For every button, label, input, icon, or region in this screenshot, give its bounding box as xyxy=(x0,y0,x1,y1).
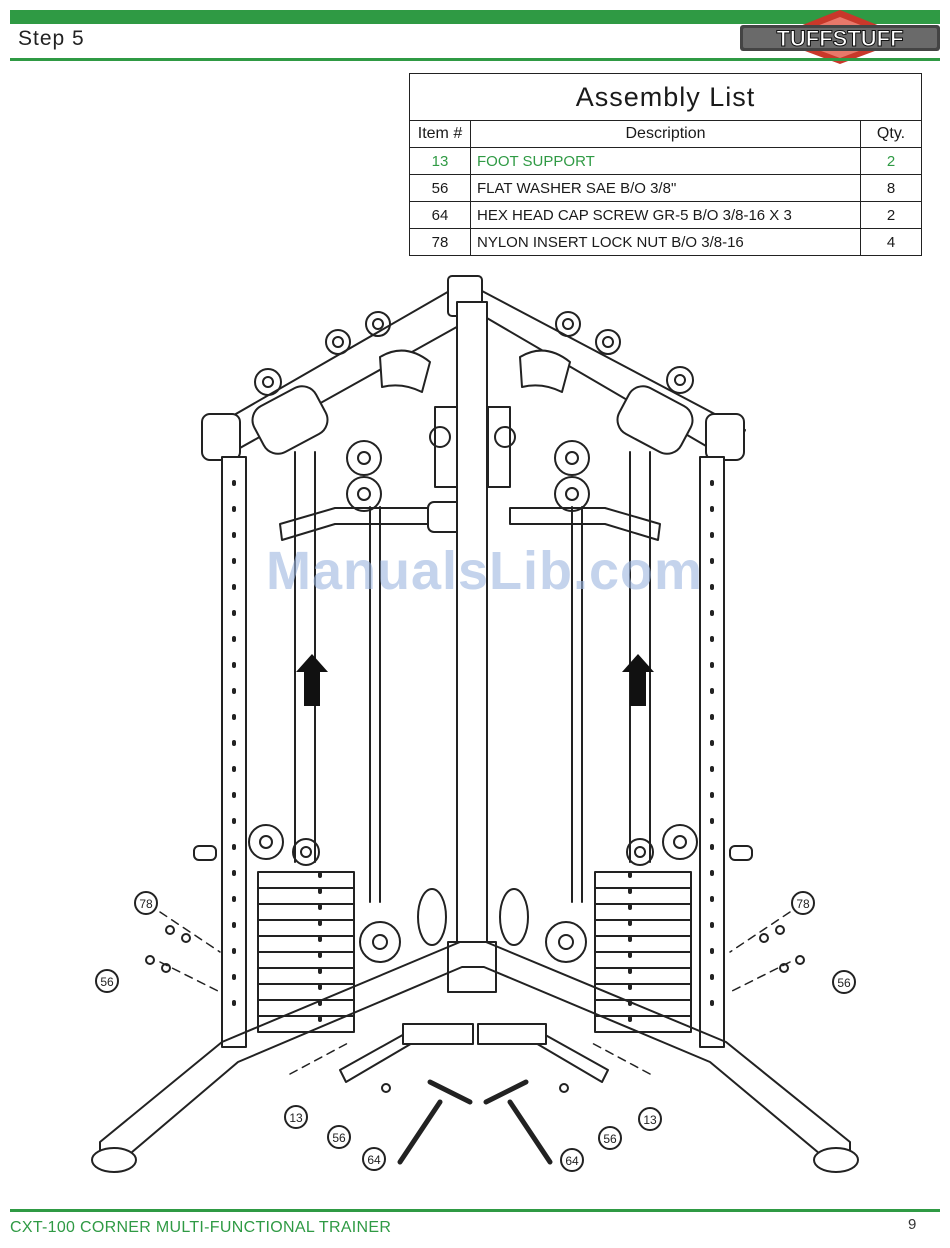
callout-56-bottom-right: 56 xyxy=(599,1127,621,1149)
row-item: 64 xyxy=(410,202,471,229)
row-item: 13 xyxy=(410,148,471,175)
row-description: NYLON INSERT LOCK NUT B/O 3/8-16 xyxy=(471,229,861,256)
callout-64-left: 64 xyxy=(363,1148,385,1170)
row-qty: 2 xyxy=(861,148,922,175)
svg-text:13: 13 xyxy=(643,1113,657,1127)
table-row: 64 HEX HEAD CAP SCREW GR-5 B/O 3/8-16 X … xyxy=(410,202,922,229)
callout-64-right: 64 xyxy=(561,1149,583,1171)
center-column xyxy=(435,302,510,992)
assembly-diagram: 78 56 13 56 64 78 56 13 56 64 xyxy=(90,262,890,1207)
callout-56-left: 56 xyxy=(96,970,118,992)
table-row: 78 NYLON INSERT LOCK NUT B/O 3/8-16 4 xyxy=(410,229,922,256)
table-row: 56 FLAT WASHER SAE B/O 3/8" 8 xyxy=(410,175,922,202)
row-item: 78 xyxy=(410,229,471,256)
callout-78-left: 78 xyxy=(135,892,157,914)
svg-text:78: 78 xyxy=(796,897,810,911)
table-header-row: Item # Description Qty. xyxy=(410,121,922,148)
svg-text:TUFFSTUFF: TUFFSTUFF xyxy=(776,26,903,51)
svg-text:56: 56 xyxy=(837,976,851,990)
row-qty: 4 xyxy=(861,229,922,256)
callout-78-right: 78 xyxy=(792,892,814,914)
row-qty: 8 xyxy=(861,175,922,202)
callout-13-right: 13 xyxy=(639,1108,661,1130)
left-weight-stack xyxy=(258,872,354,1032)
row-item: 56 xyxy=(410,175,471,202)
column-header-description: Description xyxy=(471,121,861,148)
row-qty: 2 xyxy=(861,202,922,229)
callout-56-right: 56 xyxy=(833,971,855,993)
table-row: 13 FOOT SUPPORT 2 xyxy=(410,148,922,175)
svg-text:78: 78 xyxy=(139,897,153,911)
column-header-qty: Qty. xyxy=(861,121,922,148)
callout-56-bottom-left: 56 xyxy=(328,1126,350,1148)
svg-text:56: 56 xyxy=(332,1131,346,1145)
header-rule xyxy=(10,58,940,61)
assembly-list-title: Assembly List xyxy=(410,74,922,121)
svg-text:56: 56 xyxy=(603,1132,617,1146)
up-arrow-icon xyxy=(296,654,328,706)
footer-rule xyxy=(10,1209,940,1212)
column-header-item: Item # xyxy=(410,121,471,148)
svg-text:56: 56 xyxy=(100,975,114,989)
svg-text:13: 13 xyxy=(289,1111,303,1125)
row-description: FLAT WASHER SAE B/O 3/8" xyxy=(471,175,861,202)
watermark: ManualsLib.com xyxy=(266,540,703,602)
page-number: 9 xyxy=(908,1216,916,1233)
footer-title: CXT-100 CORNER MULTI-FUNCTIONAL TRAINER xyxy=(10,1219,391,1237)
svg-text:64: 64 xyxy=(367,1153,381,1167)
foot-supports xyxy=(340,1024,608,1162)
svg-text:64: 64 xyxy=(565,1154,579,1168)
step-title: Step 5 xyxy=(18,27,85,51)
callout-13-left: 13 xyxy=(285,1106,307,1128)
row-description: FOOT SUPPORT xyxy=(471,148,861,175)
assembly-list-table: Assembly List Item # Description Qty. 13… xyxy=(409,73,922,256)
row-description: HEX HEAD CAP SCREW GR-5 B/O 3/8-16 X 3 xyxy=(471,202,861,229)
